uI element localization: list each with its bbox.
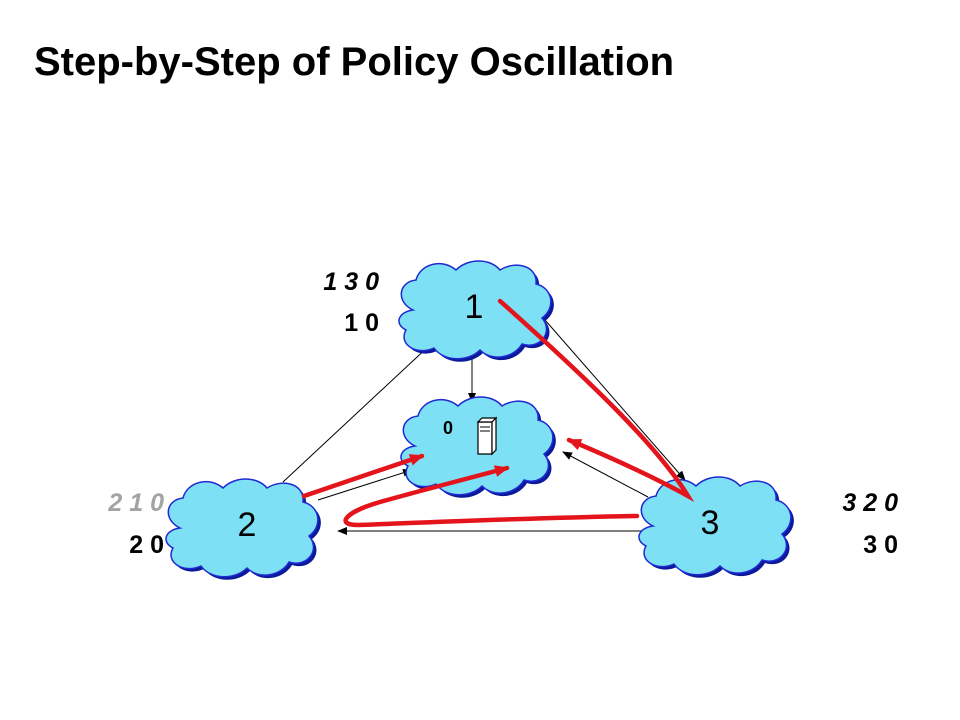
link-2-to-0 <box>317 468 413 501</box>
node-3-label: 3 <box>701 504 720 542</box>
path-labels: 1 3 0 1 0 2 1 0 2 0 3 2 0 3 0 <box>107 268 898 559</box>
node-1-fallback-path: 1 0 <box>344 309 379 337</box>
node-3: 3 <box>638 476 794 578</box>
path-3-2-0 <box>343 465 640 528</box>
node-0: 0 <box>400 396 556 498</box>
path-2-to-0 <box>301 453 425 499</box>
slide-title: Step-by-Step of Policy Oscillation <box>34 40 675 84</box>
link-3-to-0 <box>562 451 649 498</box>
node-2-label: 2 <box>238 506 257 544</box>
highlighted-paths <box>301 298 695 528</box>
link-2-to-1 <box>282 344 431 483</box>
node-1-preferred-path: 1 3 0 <box>323 268 379 296</box>
link-1-to-3 <box>544 319 686 481</box>
node-1-label: 1 <box>465 288 484 326</box>
node-2-fallback-path: 2 0 <box>129 531 164 559</box>
node-2: 2 <box>165 478 321 580</box>
session-links <box>282 319 686 535</box>
node-1: 1 <box>398 260 554 362</box>
node-3-preferred-path: 3 2 0 <box>842 489 898 517</box>
path-1-3-0 <box>497 298 695 503</box>
node-2-preferred-path: 2 1 0 <box>107 489 164 517</box>
node-3-fallback-path: 3 0 <box>863 531 898 559</box>
node-0-label: 0 <box>443 418 453 438</box>
server-icon <box>476 416 498 456</box>
